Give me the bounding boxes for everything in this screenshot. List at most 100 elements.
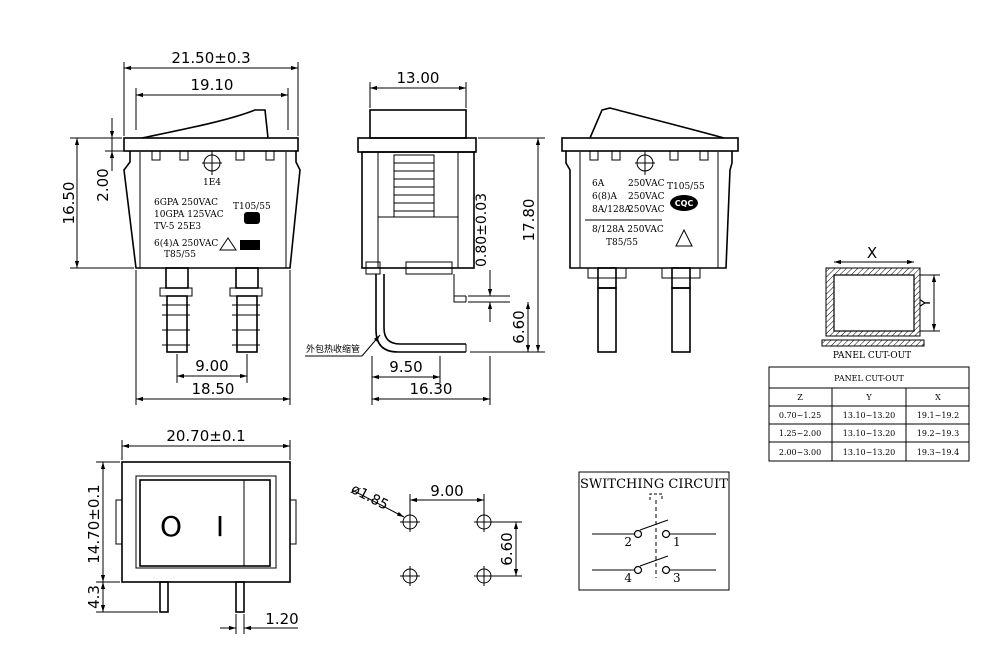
contact-1 (661, 529, 671, 539)
pin-label: 2 (624, 535, 632, 549)
side-view: 13.00 17.80 0.80±0.03 6.60 9.50 16.30 外包… (305, 69, 545, 405)
dim-width-rocker: 19.10 (191, 76, 234, 94)
dim-terminal-thickness: 0.80±0.03 (474, 193, 490, 267)
rear-marking-r1a: 6A (592, 179, 605, 189)
marking-row5: T85/55 (164, 250, 196, 260)
rear-marking-r2a: 6(8)A (592, 191, 617, 202)
cutout-label-x: X (867, 244, 877, 262)
contact-3 (661, 565, 671, 575)
rear-marking-r2b: 250VAC (628, 192, 665, 202)
switch-blade (639, 555, 669, 567)
cqc-logo-icon (670, 195, 698, 211)
dim-width-top: 13.00 (397, 69, 440, 87)
dim-hole-pitch-x: 9.00 (430, 482, 463, 500)
rocker-outline (141, 109, 269, 139)
cert-mark-icon (240, 240, 260, 250)
marking-row4: 6(4)A 250VAC (154, 238, 218, 249)
flange-rear (561, 137, 739, 152)
housing-rear (565, 151, 733, 269)
dim-bend-offset: 9.50 (389, 358, 422, 376)
symbol-off: O (160, 510, 182, 543)
dim-hole-pitch-y: 6.60 (498, 532, 516, 565)
table-cell: 0.70~1.25 (779, 411, 821, 420)
rocker-rear (589, 107, 725, 139)
switch-blade (639, 519, 669, 531)
pin-label: 4 (624, 571, 632, 585)
pcb-hole (400, 512, 420, 532)
table-cell: 13.10~13.20 (843, 411, 896, 420)
pin-label: 3 (673, 571, 681, 585)
marking-code: 1E4 (203, 178, 221, 188)
rear-marking-r3b: 250VAC (628, 205, 665, 215)
rocker-side (369, 109, 467, 139)
flange-side (357, 137, 477, 153)
front-terminals (159, 267, 263, 353)
dim-top-width: 20.70±0.1 (166, 427, 245, 445)
dim-height-total: 17.80 (520, 199, 538, 242)
sleeve-note: 外包热收缩管 (306, 343, 360, 355)
dim-height-flange: 2.00 (94, 168, 112, 201)
dim-top-height: 14.70±0.1 (85, 484, 103, 563)
terminal-pin (235, 581, 245, 613)
circuit-frame (578, 471, 730, 591)
dim-width-total: 16.30 (410, 380, 453, 398)
switching-circuit: SWITCHING CIRCUIT 2 1 4 3 (578, 471, 730, 591)
table-cell: 19.2~19.3 (917, 429, 959, 438)
table-title: PANEL CUT-OUT (834, 374, 904, 383)
flange (123, 137, 299, 152)
terminal-pin (159, 581, 169, 613)
dim-terminal-pitch: 9.00 (195, 357, 228, 375)
housing (123, 151, 301, 269)
side-ribs (394, 162, 434, 212)
rear-view: 6A 250VAC T105/55 6(8)A 250VAC 8A/128A 2… (561, 107, 739, 353)
panel-cutout: X Y PANEL CUT-OUT PANEL CUT-OUT Z Y X 0.… (768, 244, 970, 462)
pcb-hole (474, 512, 494, 532)
marking-row1: 6GPA 250VAC (154, 198, 218, 208)
cutout-table (768, 366, 970, 462)
table-header-y: Y (865, 393, 872, 402)
dim-terminal-height: 4.3 (85, 585, 103, 609)
pcb-hole (474, 566, 494, 586)
rocker-face (139, 479, 271, 567)
housing-side (361, 151, 475, 269)
rear-marking-r5: T85/55 (606, 238, 638, 248)
cutout-opening (833, 274, 915, 332)
hole-pattern: ø1.85 9.00 6.60 (348, 481, 522, 586)
cutout-label-y: Y (918, 298, 934, 308)
dim-terminal-width: 1.20 (265, 610, 298, 628)
table-cell: 19.1~19.2 (917, 411, 959, 420)
rear-marking-r1b: 250VAC (628, 179, 665, 189)
top-view: O I 20.70±0.1 14.70±0.1 4.3 1.20 (85, 427, 299, 634)
ul-logo-icon (244, 212, 260, 224)
table-cell: 2.00~3.00 (779, 448, 821, 457)
table-header-z: Z (797, 393, 803, 402)
table-header-x: X (935, 393, 941, 402)
rear-marking-r3a: 8A/128A (592, 205, 631, 215)
pcb-hole (400, 566, 420, 586)
dim-width-body: 18.50 (192, 380, 235, 398)
contact-2 (633, 529, 643, 539)
symbol-on: I (216, 510, 224, 543)
bent-lead (375, 274, 466, 353)
dim-width-overall: 21.50±0.3 (171, 49, 250, 67)
table-cell: 19.3~19.4 (917, 448, 959, 457)
table-cell: 13.10~13.20 (843, 448, 896, 457)
dim-terminal-length: 6.60 (510, 310, 528, 343)
circuit-title: SWITCHING CIRCUIT (580, 477, 728, 492)
rear-marking-r4: 8/128A 250VAC (592, 225, 664, 235)
warning-icon-rear (675, 228, 693, 247)
warning-icon (219, 237, 237, 251)
dim-hole-diameter: ø1.85 (348, 481, 391, 513)
cqc-logo-text: CQC (675, 199, 694, 208)
marking-row2: 10GPA 125VAC (154, 210, 224, 220)
table-cell: 1.25~2.00 (779, 429, 821, 438)
cutout-caption: PANEL CUT-OUT (833, 351, 911, 361)
marking-row3: TV-5 25E3 (154, 222, 201, 232)
front-view: 1E4 6GPA 250VAC T105/55 10GPA 125VAC TV-… (60, 49, 301, 405)
rear-marking-r1c: T105/55 (667, 182, 705, 192)
pin-label: 1 (673, 535, 681, 549)
dim-height-overall: 16.50 (60, 182, 78, 225)
contact-4 (633, 565, 643, 575)
marking-row1b: T105/55 (233, 202, 271, 212)
